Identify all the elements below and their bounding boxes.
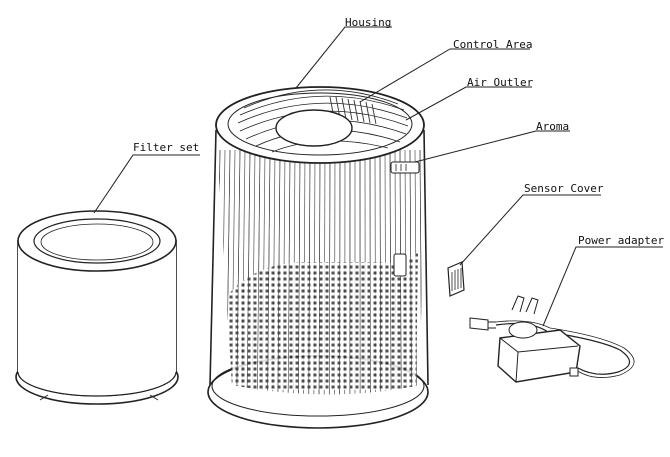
housing-rib [220,149,226,395]
filter-set-label: Filter set [133,141,200,154]
leader-air-outlet [405,86,532,121]
air-outlet-label: Air Outler [467,76,534,89]
leader-sensor-cover [459,194,601,266]
housing-rib [216,149,221,395]
sensor-cover [447,261,465,297]
housing-rib [409,149,412,395]
housing-rib [379,149,382,395]
housing-rib [318,149,321,395]
leader-power-adapter [542,246,663,327]
housing-rib [246,149,251,395]
housing-rib [287,149,291,395]
housing-rib [419,149,423,395]
housing-rib [277,149,281,395]
aroma-label: Aroma [536,120,570,133]
filter-set [15,210,179,405]
power-adapter [469,295,635,383]
aroma-slot [390,161,420,174]
leader-control-area [359,48,530,103]
sensor-cover-label: Sensor Cover [524,182,604,195]
housing-rib [236,149,241,395]
power-adapter-label: Power adapter [578,234,665,247]
housing-rib [256,149,261,395]
housing-label: Housing [345,16,392,29]
control-area-label: Control Area [453,38,533,51]
housing-rib [328,149,331,395]
housing-rib [308,149,311,395]
housing-rib [216,149,221,395]
housing-rib [389,149,392,395]
control-area-panel [275,109,353,147]
housing-rib [267,149,271,395]
leader-lines [93,26,663,327]
housing-rib [298,149,301,395]
housing-sensor-window [393,253,407,277]
leader-housing [295,26,392,89]
leader-aroma [414,130,570,163]
leader-filter-set [93,154,200,214]
housing-rib [226,149,231,395]
